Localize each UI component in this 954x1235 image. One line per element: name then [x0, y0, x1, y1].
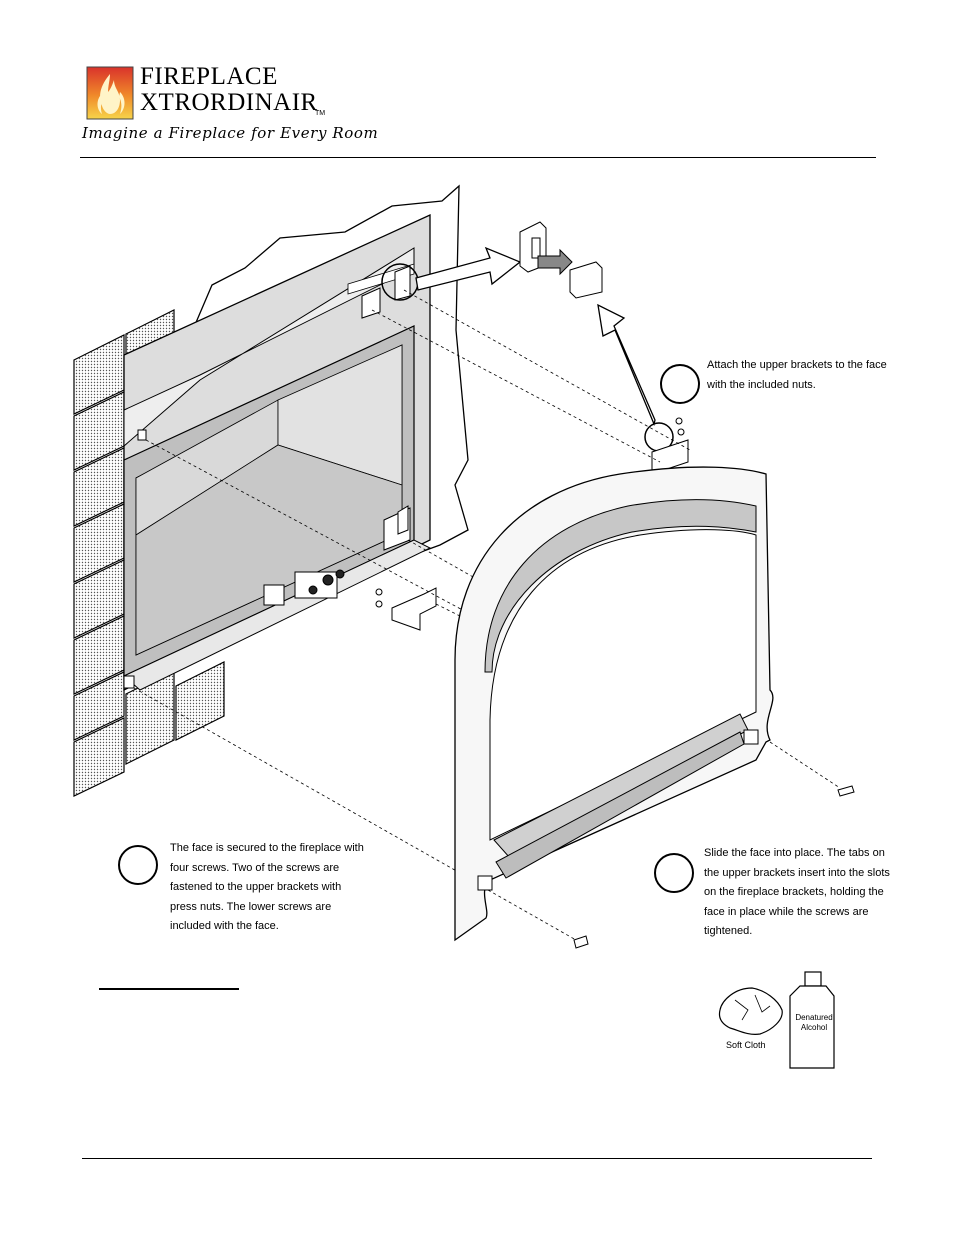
- tagline: Imagine a Fireplace for Every Room: [82, 124, 379, 142]
- flame-logo-icon: [86, 66, 134, 120]
- bottle-label: Denatured Alcohol: [795, 1013, 833, 1032]
- section-heading-rule: [99, 988, 239, 990]
- face-lower-bracket: [375, 587, 437, 631]
- bracket-detail: [519, 221, 603, 299]
- trademark-mark: TM: [315, 110, 326, 117]
- brand-name-line2: XTRORDINAIR: [140, 89, 318, 116]
- step-circle-secure: [118, 845, 158, 885]
- step-circle-slide: [654, 853, 694, 893]
- arrow-detail-face: [597, 303, 656, 427]
- step-circle-attach: [660, 364, 700, 404]
- soft-cloth-icon: [718, 987, 783, 1035]
- screw-icon: [573, 785, 855, 949]
- soft-cloth-label: Soft Cloth: [726, 1040, 766, 1050]
- wall-tiles: [73, 309, 225, 797]
- insert-arrow: [537, 248, 573, 276]
- header-rule: [80, 157, 876, 158]
- callout-attach-upper-brackets: Attach the upper brackets to the face wi…: [707, 359, 887, 391]
- footer-rule: [82, 1158, 872, 1159]
- fireplace-bracket-lower: [383, 505, 411, 551]
- callout-slide-face: Slide the face into place. The tabs on t…: [704, 847, 890, 937]
- alcohol-bottle-icon: [789, 971, 835, 1069]
- arrow-detail-upper: [415, 246, 522, 291]
- brand-name-line1: FIREPLACE: [140, 63, 278, 90]
- gas-controls: [263, 569, 345, 606]
- face-upper-bracket: [651, 417, 689, 475]
- callout-secure-face: The face is secured to the fireplace wit…: [170, 842, 364, 932]
